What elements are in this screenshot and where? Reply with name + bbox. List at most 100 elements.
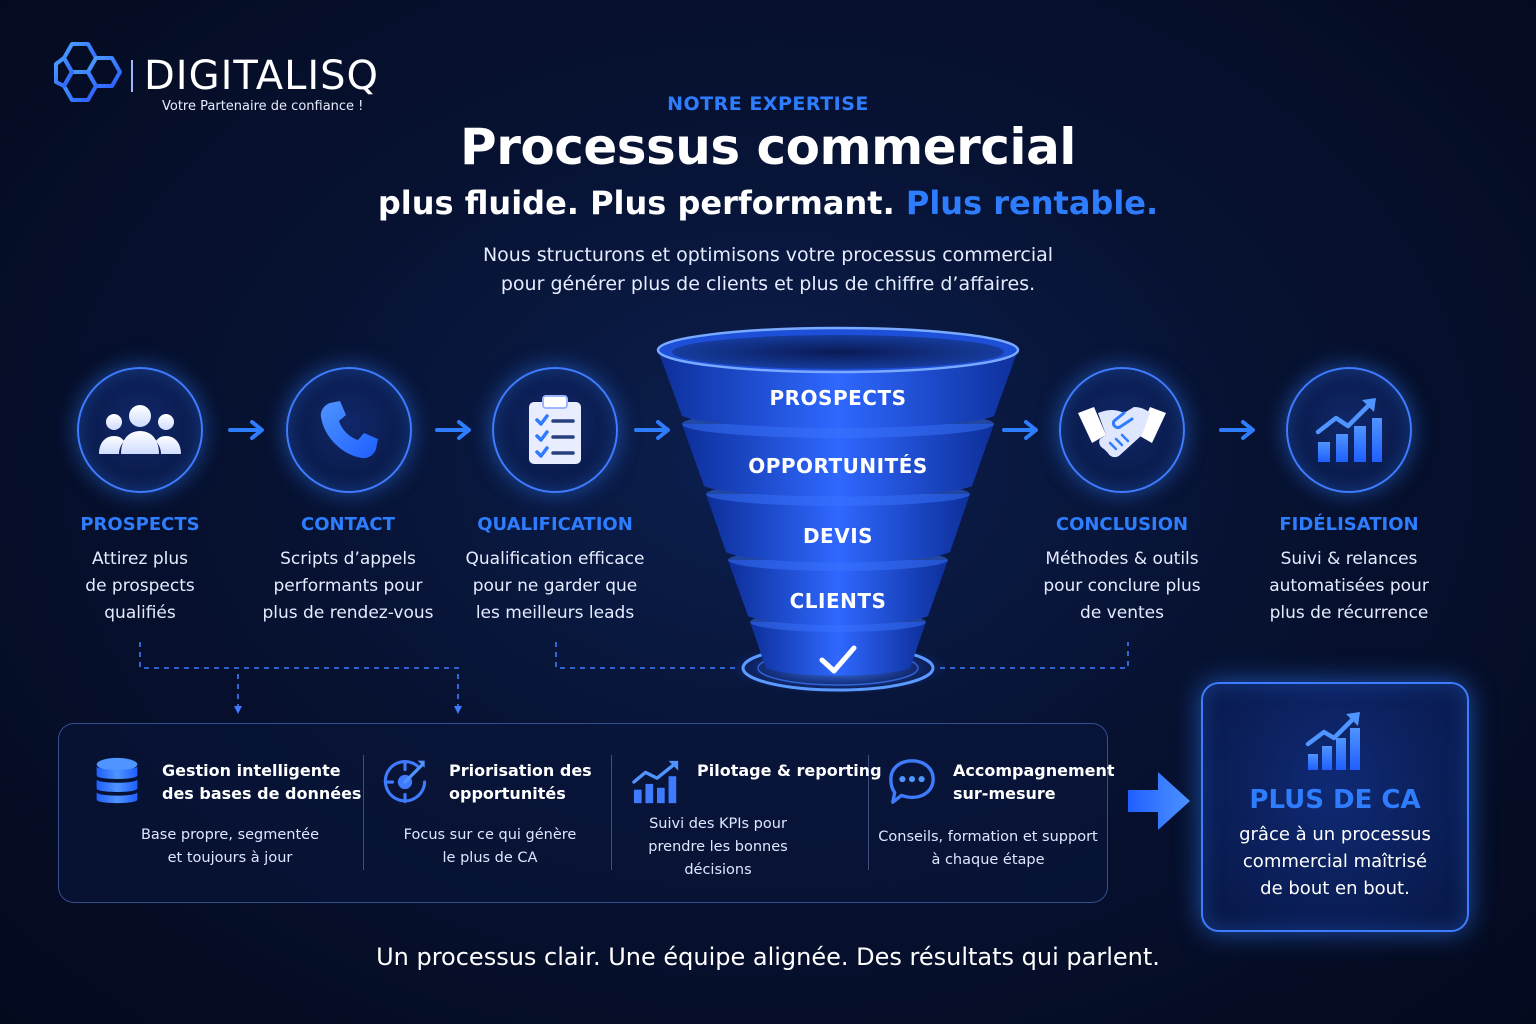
desc-line: Qualification efficace <box>465 549 645 569</box>
desc-line: les meilleurs leads <box>475 603 635 623</box>
step-prospects-desc: Attirez plus de prospects qualifiés <box>30 546 250 627</box>
funnel-level-devis: DEVIS <box>802 524 874 548</box>
feature-database-desc: Base propre, segmentée et toujours à jou… <box>110 824 350 870</box>
desc-line: Suivi des KPIs pour <box>649 816 787 832</box>
desc-line: Scripts d’appels <box>280 549 416 569</box>
desc-line: qualifiés <box>104 603 176 623</box>
feature-support-desc: Conseils, formation et support à chaque … <box>872 826 1104 872</box>
intro-line: pour générer plus de clients et plus de … <box>500 273 1036 295</box>
step-contact-desc: Scripts d’appels performants pour plus d… <box>238 546 458 627</box>
brand-name: DIGITALISQ <box>144 53 380 99</box>
feature-reporting-title: Pilotage & reporting <box>697 759 882 782</box>
desc-line: Méthodes & outils <box>1045 549 1199 569</box>
footer-slogan: Un processus clair. Une équipe alignée. … <box>376 943 1160 971</box>
desc-line: de ventes <box>1080 603 1164 623</box>
step-fidelisation-desc: Suivi & relances automatisées pour plus … <box>1239 546 1459 627</box>
logo-hexagon-icon <box>54 42 122 102</box>
title-line: des bases de données <box>162 784 362 803</box>
step-qualification-title: QUALIFICATION <box>477 514 633 535</box>
sales-funnel <box>656 326 1020 694</box>
result-title: PLUS DE CA <box>1249 785 1421 815</box>
result-arrow-icon <box>1128 772 1190 830</box>
desc-line: Attirez plus <box>92 549 188 569</box>
phone-icon <box>320 401 378 459</box>
feature-support-title: Accompagnement sur-mesure <box>953 759 1115 805</box>
title-line: sur-mesure <box>953 784 1056 803</box>
step-contact-circle <box>286 367 412 493</box>
growth-chart-icon <box>1305 712 1360 770</box>
step-contact-title: CONTACT <box>301 514 395 535</box>
feature-divider <box>611 755 612 870</box>
desc-line: Base propre, segmentée <box>140 827 320 843</box>
step-qualification-circle <box>492 367 618 493</box>
desc-line: de prospects <box>85 576 195 596</box>
step-qualification-desc: Qualification efficace pour ne garder qu… <box>445 546 665 627</box>
dashed-connectors <box>139 642 1129 714</box>
step-conclusion-title: CONCLUSION <box>1055 514 1189 535</box>
flow-arrow-icon <box>435 420 471 440</box>
growth-chart-icon <box>1315 398 1382 462</box>
result-card <box>1201 682 1469 932</box>
eyebrow-label: NOTRE EXPERTISE <box>667 93 869 115</box>
intro-line: Nous structurons et optimisons votre pro… <box>482 244 1054 266</box>
desc-line: automatisées pour <box>1269 576 1429 596</box>
step-prospects-title: PROSPECTS <box>80 514 200 535</box>
step-fidelisation-circle <box>1286 367 1412 493</box>
intro-text: Nous structurons et optimisons votre pro… <box>0 241 1536 299</box>
flow-arrow-icon <box>634 420 670 440</box>
flow-arrow-icon <box>1219 420 1255 440</box>
desc-line: grâce à un processus <box>1239 824 1431 845</box>
desc-line: le plus de CA <box>442 850 538 866</box>
handshake-icon <box>1078 407 1166 458</box>
title-line: Pilotage & reporting <box>697 761 882 780</box>
clipboard-icon <box>529 395 581 464</box>
page-subtitle: plus fluide. Plus performant. Plus renta… <box>0 184 1536 222</box>
desc-line: pour ne garder que <box>472 576 638 596</box>
desc-line: de bout en bout. <box>1260 878 1410 899</box>
title-line: Gestion intelligente <box>162 761 341 780</box>
checkmark-icon <box>819 645 857 674</box>
step-conclusion-circle <box>1059 367 1185 493</box>
step-prospects-circle <box>77 367 203 493</box>
desc-line: Suivi & relances <box>1280 549 1418 569</box>
feature-divider <box>868 755 869 870</box>
flow-arrow-icon <box>228 420 264 440</box>
desc-line: Conseils, formation et support <box>878 829 1098 845</box>
page-title: Processus commercial <box>460 118 1076 176</box>
trend-chart-icon <box>632 760 679 804</box>
feature-database-title: Gestion intelligente des bases de donnée… <box>162 759 361 805</box>
feature-priority-desc: Focus sur ce qui génère le plus de CA <box>370 824 610 870</box>
chat-bubble-icon <box>889 759 935 804</box>
logo-divider <box>131 60 133 92</box>
database-icon <box>96 757 138 804</box>
desc-line: performants pour <box>273 576 423 596</box>
funnel-level-prospects: PROSPECTS <box>769 386 907 410</box>
feature-divider <box>363 755 364 870</box>
funnel-level-clients: CLIENTS <box>789 589 887 613</box>
desc-line: pour conclure plus <box>1043 576 1201 596</box>
feature-reporting-desc: Suivi des KPIs pour prendre les bonnes d… <box>608 813 828 882</box>
step-fidelisation-title: FIDÉLISATION <box>1279 514 1419 535</box>
users-icon <box>99 405 181 454</box>
desc-line: plus de récurrence <box>1269 603 1429 623</box>
desc-line: Focus sur ce qui génère <box>403 827 577 843</box>
title-line: opportunités <box>449 784 566 803</box>
target-icon <box>383 760 427 804</box>
title-line: Accompagnement <box>953 761 1115 780</box>
subtitle-white: plus fluide. Plus performant. <box>377 184 906 222</box>
desc-line: décisions <box>684 862 752 878</box>
desc-line: et toujours à jour <box>167 850 293 866</box>
title-line: Priorisation des <box>449 761 592 780</box>
flow-arrow-icon <box>1002 420 1038 440</box>
feature-priority-title: Priorisation des opportunités <box>449 759 592 805</box>
funnel-level-opportunites: OPPORTUNITÉS <box>748 454 928 478</box>
step-conclusion-desc: Méthodes & outils pour conclure plus de … <box>1012 546 1232 627</box>
desc-line: plus de rendez-vous <box>262 603 434 623</box>
desc-line: commercial maîtrisé <box>1242 851 1428 872</box>
desc-line: prendre les bonnes <box>648 839 788 855</box>
subtitle-accent: Plus rentable. <box>905 184 1159 222</box>
features-panel <box>58 723 1108 903</box>
brand-tagline: Votre Partenaire de confiance ! <box>162 99 364 114</box>
desc-line: à chaque étape <box>931 852 1045 868</box>
result-desc: grâce à un processus commercial maîtrisé… <box>1201 821 1469 902</box>
